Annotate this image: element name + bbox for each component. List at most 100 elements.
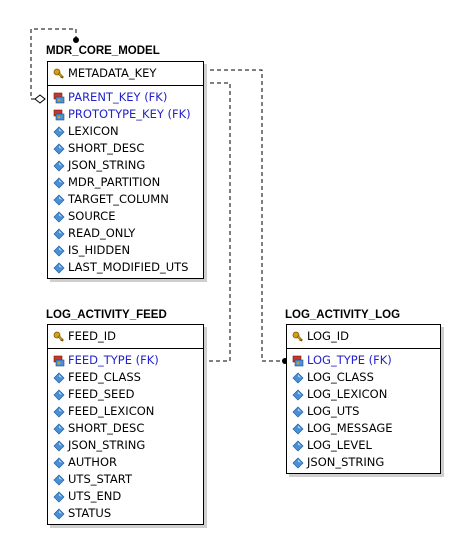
- attribute-icon: [53, 126, 65, 138]
- column-name: MDR_PARTITION: [68, 175, 161, 189]
- attribute-icon: [53, 457, 65, 469]
- foreign-key-column[interactable]: PROTOTYPE_KEY (FK): [48, 106, 203, 123]
- column-name: LOG_MESSAGE: [307, 421, 393, 435]
- attribute-column[interactable]: STATUS: [48, 505, 203, 522]
- attribute-column[interactable]: JSON_STRING: [48, 437, 203, 454]
- foreign-key-icon: [53, 92, 65, 104]
- column-name: LOG_CLASS: [307, 370, 374, 384]
- attribute-column[interactable]: LOG_UTS: [287, 403, 440, 420]
- attribute-column[interactable]: UTS_START: [48, 471, 203, 488]
- attribute-column[interactable]: LOG_LEXICON: [287, 386, 440, 403]
- column-name: METADATA_KEY: [68, 66, 157, 80]
- column-name: IS_HIDDEN: [68, 243, 131, 257]
- attribute-icon: [53, 372, 65, 384]
- column-name: PARENT_KEY (FK): [68, 90, 168, 104]
- attribute-icon: [53, 423, 65, 435]
- attribute-column[interactable]: FEED_SEED: [48, 386, 203, 403]
- self-relationship-line: [30, 28, 77, 100]
- foreign-key-icon: [53, 355, 65, 367]
- primary-key-section: LOG_ID: [287, 325, 440, 349]
- column-name: READ_ONLY: [68, 226, 136, 240]
- column-name: JSON_STRING: [307, 455, 385, 469]
- foreign-key-column[interactable]: PARENT_KEY (FK): [48, 89, 203, 106]
- attribute-icon: [53, 262, 65, 274]
- primary-key-section: FEED_ID: [48, 325, 203, 349]
- attribute-icon: [292, 423, 304, 435]
- foreign-key-icon: [53, 109, 65, 121]
- mdr-core-model-table[interactable]: METADATA_KEY PARENT_KEY (FK) PROTOTYPE_KEY…: [47, 61, 204, 279]
- primary-key-column[interactable]: LOG_ID: [287, 328, 440, 345]
- attribute-column[interactable]: JSON_STRING: [287, 454, 440, 471]
- column-name: FEED_LEXICON: [68, 404, 155, 418]
- column-name: PROTOTYPE_KEY (FK): [68, 107, 191, 121]
- attribute-column[interactable]: LOG_LEVEL: [287, 437, 440, 454]
- attribute-icon: [53, 491, 65, 503]
- attribute-column[interactable]: LOG_CLASS: [287, 369, 440, 386]
- attribute-icon: [53, 194, 65, 206]
- attribute-column[interactable]: TARGET_COLUMN: [48, 191, 203, 208]
- attribute-icon: [53, 228, 65, 240]
- attribute-column[interactable]: READ_ONLY: [48, 225, 203, 242]
- attribute-column[interactable]: SHORT_DESC: [48, 140, 203, 157]
- attribute-icon: [292, 406, 304, 418]
- attribute-icon: [53, 245, 65, 257]
- mdr-to-log-line: [203, 69, 286, 362]
- foreign-key-column[interactable]: LOG_TYPE (FK): [287, 352, 440, 369]
- column-name: AUTHOR: [68, 455, 117, 469]
- attribute-column[interactable]: SHORT_DESC: [48, 420, 203, 437]
- attribute-column[interactable]: JSON_STRING: [48, 157, 203, 174]
- column-name: LOG_TYPE (FK): [307, 353, 392, 367]
- attribute-section: LOG_TYPE (FK) LOG_CLASS LOG_LEXICON LOG_UTS…: [287, 349, 440, 473]
- attribute-icon: [53, 211, 65, 223]
- attribute-column[interactable]: LAST_MODIFIED_UTS: [48, 259, 203, 276]
- attribute-column[interactable]: MDR_PARTITION: [48, 174, 203, 191]
- attribute-icon: [53, 440, 65, 452]
- column-name: SHORT_DESC: [68, 141, 145, 155]
- attribute-icon: [53, 474, 65, 486]
- attribute-column[interactable]: LEXICON: [48, 123, 203, 140]
- attribute-section: PARENT_KEY (FK) PROTOTYPE_KEY (FK) LEXICON…: [48, 86, 203, 278]
- attribute-column[interactable]: UTS_END: [48, 488, 203, 505]
- column-name: JSON_STRING: [68, 158, 146, 172]
- primary-key-icon: [53, 68, 65, 80]
- primary-key-column[interactable]: METADATA_KEY: [48, 65, 203, 82]
- attribute-column[interactable]: FEED_LEXICON: [48, 403, 203, 420]
- column-name: LOG_LEVEL: [307, 438, 372, 452]
- primary-key-column[interactable]: FEED_ID: [48, 328, 203, 345]
- self-relationship-diamond-icon: [34, 94, 46, 104]
- column-name: LOG_ID: [307, 329, 349, 343]
- attribute-column[interactable]: SOURCE: [48, 208, 203, 225]
- log-activity-feed-title: LOG_ACTIVITY_FEED: [46, 309, 167, 321]
- log-activity-feed-table[interactable]: FEED_ID FEED_TYPE (FK)FEED_CLASS FEED_SEED…: [47, 324, 204, 525]
- column-name: UTS_START: [68, 472, 132, 486]
- column-name: SHORT_DESC: [68, 421, 145, 435]
- primary-key-icon: [292, 331, 304, 343]
- primary-key-icon: [53, 331, 65, 343]
- column-name: STATUS: [68, 506, 112, 520]
- attribute-icon: [292, 457, 304, 469]
- column-name: JSON_STRING: [68, 438, 146, 452]
- attribute-column[interactable]: FEED_CLASS: [48, 369, 203, 386]
- attribute-icon: [53, 160, 65, 172]
- attribute-icon: [292, 372, 304, 384]
- mdr-core-model-title: MDR_CORE_MODEL: [46, 45, 160, 57]
- attribute-icon: [53, 177, 65, 189]
- column-name: UTS_END: [68, 489, 122, 503]
- mdr-to-feed-line: [203, 82, 231, 362]
- column-name: LOG_LEXICON: [307, 387, 388, 401]
- column-name: FEED_CLASS: [68, 370, 141, 384]
- attribute-column[interactable]: IS_HIDDEN: [48, 242, 203, 259]
- foreign-key-column[interactable]: FEED_TYPE (FK): [48, 352, 203, 369]
- attribute-icon: [292, 389, 304, 401]
- log-activity-log-title: LOG_ACTIVITY_LOG: [285, 309, 401, 321]
- attribute-icon: [53, 508, 65, 520]
- column-name: LOG_UTS: [307, 404, 360, 418]
- attribute-column[interactable]: AUTHOR: [48, 454, 203, 471]
- column-name: LAST_MODIFIED_UTS: [68, 260, 189, 274]
- attribute-icon: [53, 389, 65, 401]
- attribute-icon: [292, 440, 304, 452]
- attribute-column[interactable]: LOG_MESSAGE: [287, 420, 440, 437]
